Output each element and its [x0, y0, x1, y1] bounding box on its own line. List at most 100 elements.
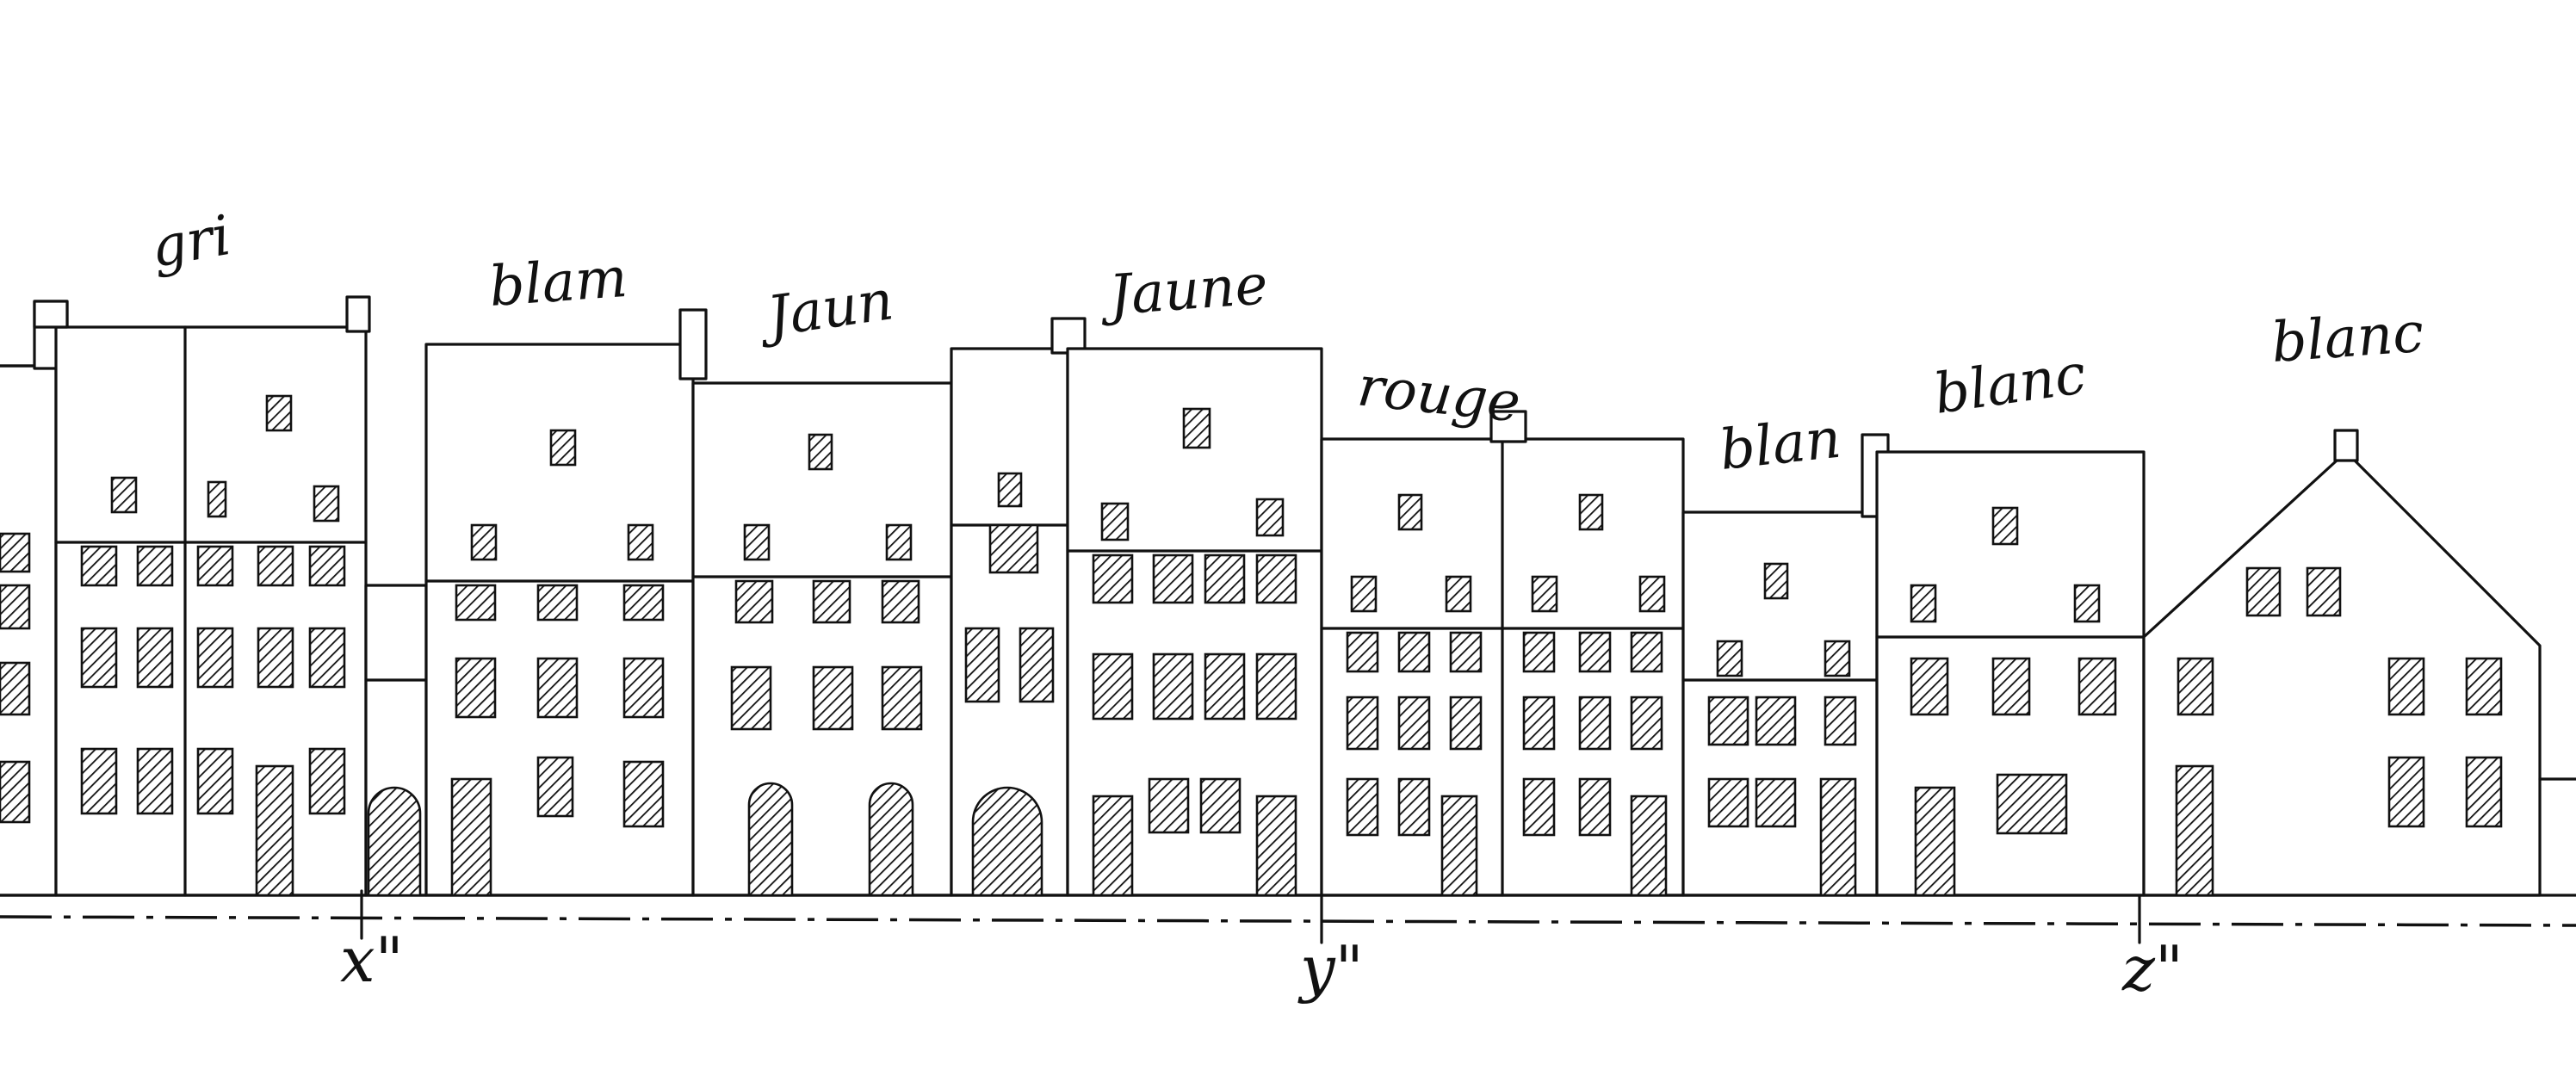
chimney — [33, 300, 69, 329]
window-hatched — [80, 747, 118, 815]
window-hatched — [136, 747, 174, 815]
window-hatched — [1996, 773, 2068, 835]
gabled-facade — [2142, 450, 2542, 897]
window-hatched — [308, 627, 346, 689]
door-arched — [868, 782, 914, 897]
section-marker-z: z" — [2121, 932, 2183, 1005]
window-hatched — [622, 760, 665, 828]
window-hatched — [1638, 575, 1666, 613]
window-hatched — [1182, 407, 1211, 449]
door-hatched — [2175, 764, 2214, 897]
window-hatched — [1346, 777, 1379, 837]
window-hatched — [536, 584, 579, 622]
window-hatched — [730, 665, 772, 731]
window-hatched — [80, 627, 118, 689]
window-hatched — [1991, 657, 2031, 716]
window-hatched — [1991, 506, 2019, 546]
window-hatched — [812, 665, 854, 731]
door-arched — [747, 782, 794, 897]
window-hatched — [1578, 631, 1612, 673]
section-marker-x: x" — [340, 924, 404, 996]
window-hatched — [885, 523, 913, 561]
window-hatched — [308, 545, 346, 587]
window-hatched — [1578, 696, 1612, 751]
door-hatched — [1630, 795, 1668, 897]
window-hatched — [1531, 575, 1558, 613]
window-hatched — [1092, 653, 1134, 721]
door-hatched — [255, 764, 294, 897]
window-hatched — [196, 545, 234, 587]
window-hatched — [0, 760, 31, 824]
window-hatched — [110, 476, 138, 514]
window-hatched — [257, 627, 294, 689]
window-hatched — [1522, 696, 1556, 751]
window-hatched — [1755, 696, 1797, 746]
ground-line — [0, 915, 2576, 927]
window-hatched — [257, 545, 294, 587]
window-hatched — [1824, 640, 1851, 677]
window-hatched — [2387, 657, 2425, 716]
window-hatched — [1578, 777, 1612, 837]
window-hatched — [1630, 631, 1663, 673]
window-hatched — [1763, 562, 1789, 600]
window-hatched — [136, 627, 174, 689]
window-hatched — [1707, 696, 1749, 746]
window-hatched — [1100, 502, 1130, 541]
window-hatched — [734, 579, 774, 624]
window-hatched — [997, 472, 1023, 508]
door-hatched — [1914, 786, 1956, 897]
window-group — [0, 394, 2503, 897]
door-hatched — [1255, 795, 1297, 897]
window-hatched — [2245, 566, 2282, 617]
window-hatched — [1578, 493, 1604, 531]
window-hatched — [1824, 696, 1857, 746]
window-hatched — [1204, 554, 1246, 604]
window-hatched — [265, 394, 293, 432]
window-hatched — [0, 584, 31, 630]
window-hatched — [1255, 498, 1285, 537]
window-hatched — [1755, 777, 1797, 828]
window-hatched — [80, 545, 118, 587]
window-hatched — [1449, 696, 1483, 751]
window-hatched — [622, 657, 665, 719]
house-colour-label: Jaune — [1098, 253, 1270, 328]
window-hatched — [881, 665, 923, 731]
window-hatched — [1910, 584, 1937, 623]
window-hatched — [2465, 657, 2503, 716]
window-hatched — [1255, 653, 1297, 721]
window-hatched — [313, 485, 340, 523]
window-hatched — [1397, 696, 1431, 751]
window-hatched — [2306, 566, 2342, 617]
house-colour-label: rouge — [1354, 355, 1523, 435]
chimney — [345, 295, 371, 333]
window-hatched — [1152, 653, 1194, 721]
window-hatched — [1350, 575, 1378, 613]
window-hatched — [2073, 584, 2101, 623]
window-hatched — [455, 584, 497, 622]
window-hatched — [1199, 777, 1242, 834]
window-hatched — [207, 480, 227, 518]
house-colour-label: blanc — [1930, 343, 2090, 427]
window-hatched — [0, 661, 31, 716]
window-hatched — [1716, 640, 1743, 677]
window-hatched — [1148, 777, 1190, 834]
chimney — [1489, 410, 1527, 443]
house-colour-label: Jaun — [754, 269, 897, 350]
window-hatched — [196, 747, 234, 815]
window-hatched — [1092, 554, 1134, 604]
house-colour-label: blan — [1717, 407, 1844, 483]
window-hatched — [988, 523, 1039, 574]
section-marker-y: y" — [1297, 932, 1364, 1005]
window-hatched — [622, 584, 665, 622]
window-hatched — [1152, 554, 1194, 604]
window-hatched — [1397, 493, 1423, 531]
window-hatched — [1019, 627, 1055, 703]
door-hatched — [450, 777, 492, 897]
window-hatched — [1449, 631, 1483, 673]
window-hatched — [1707, 777, 1749, 828]
window-hatched — [536, 657, 579, 719]
window-hatched — [470, 523, 498, 561]
window-hatched — [1910, 657, 1949, 716]
window-hatched — [1445, 575, 1472, 613]
